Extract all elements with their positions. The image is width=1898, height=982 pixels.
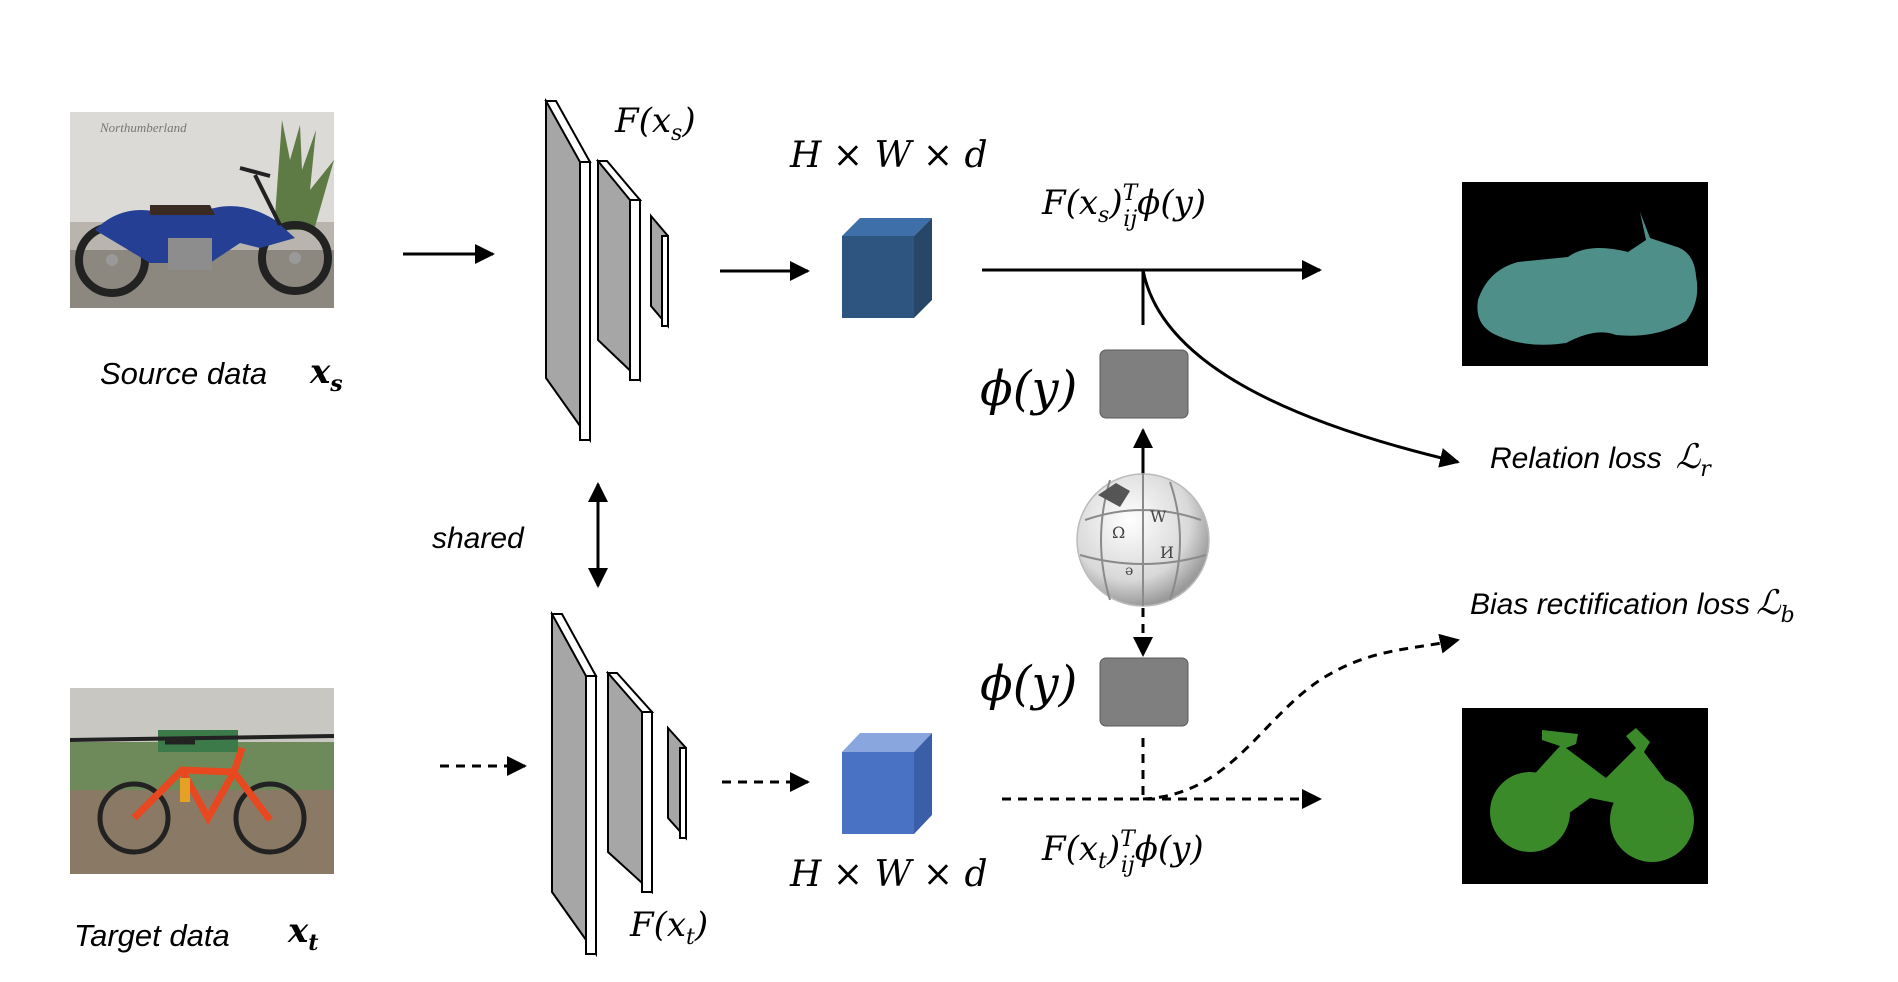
target-encoder xyxy=(550,610,687,958)
svg-text:И: И xyxy=(1160,543,1174,562)
svg-text:Northumberland: Northumberland xyxy=(99,120,187,135)
relation-loss-arrow xyxy=(1141,269,1460,468)
source-symbol: xs xyxy=(309,352,343,397)
svg-text:W: W xyxy=(1150,507,1167,526)
shared-label: shared xyxy=(432,522,525,555)
target-caption: Target data xyxy=(74,918,230,953)
target-symbol: xt xyxy=(287,911,318,956)
bias-loss-arrow xyxy=(1142,633,1460,801)
svg-text:Ω: Ω xyxy=(1112,523,1125,542)
source-encoder xyxy=(544,97,669,444)
source-segmentation-mask xyxy=(1462,182,1708,366)
target-feature-cube xyxy=(842,733,932,834)
phi-label-bottom: ϕ(y) xyxy=(980,656,1077,712)
source-feature-cube xyxy=(842,218,932,318)
target-feature-label: F(xt) xyxy=(629,905,708,950)
target-tensor-label: H × W × d xyxy=(789,854,988,895)
source-tensor-label: H × W × d xyxy=(789,135,988,176)
phi-label-top: ϕ(y) xyxy=(980,361,1077,417)
source-image: Northumberland xyxy=(70,112,334,308)
phi-box-bottom xyxy=(1099,657,1189,727)
svg-text:ə: ə xyxy=(1125,563,1133,579)
source-caption: Source data xyxy=(100,356,267,391)
phi-box-top xyxy=(1099,349,1189,419)
wikipedia-globe-icon: Ω W И ə xyxy=(1076,473,1210,607)
target-image xyxy=(69,688,335,874)
target-segmentation-mask xyxy=(1462,708,1708,884)
source-feature-label: F(xs) xyxy=(614,101,696,146)
